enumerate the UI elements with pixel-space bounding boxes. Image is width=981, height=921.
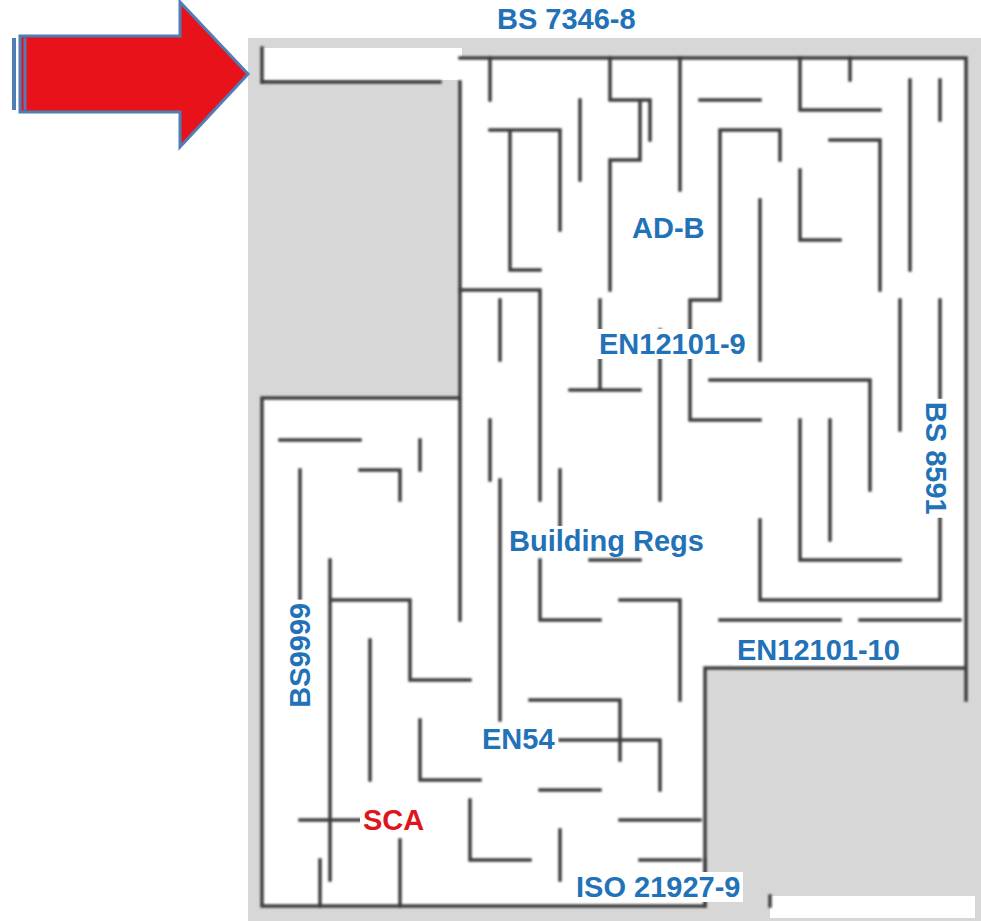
standard-label: Building Regs — [506, 526, 707, 556]
standard-label: BS9999 — [285, 600, 315, 711]
standard-label: BS 7346-8 — [494, 4, 639, 34]
maze-exit — [770, 896, 975, 918]
standard-label: BS 8591 — [920, 399, 950, 518]
maze-frame — [248, 38, 981, 921]
maze-entrance — [262, 48, 462, 80]
entry-arrow — [14, 2, 248, 147]
standard-label: EN54 — [479, 724, 558, 754]
maze-floor — [262, 58, 966, 906]
standard-label: EN12101-9 — [596, 329, 749, 359]
standard-label: ISO 21927-9 — [573, 872, 743, 902]
standard-label: EN12101-10 — [734, 635, 903, 665]
goal-label: SCA — [360, 805, 427, 835]
standard-label: AD-B — [629, 213, 708, 243]
maze-walls — [262, 48, 966, 906]
